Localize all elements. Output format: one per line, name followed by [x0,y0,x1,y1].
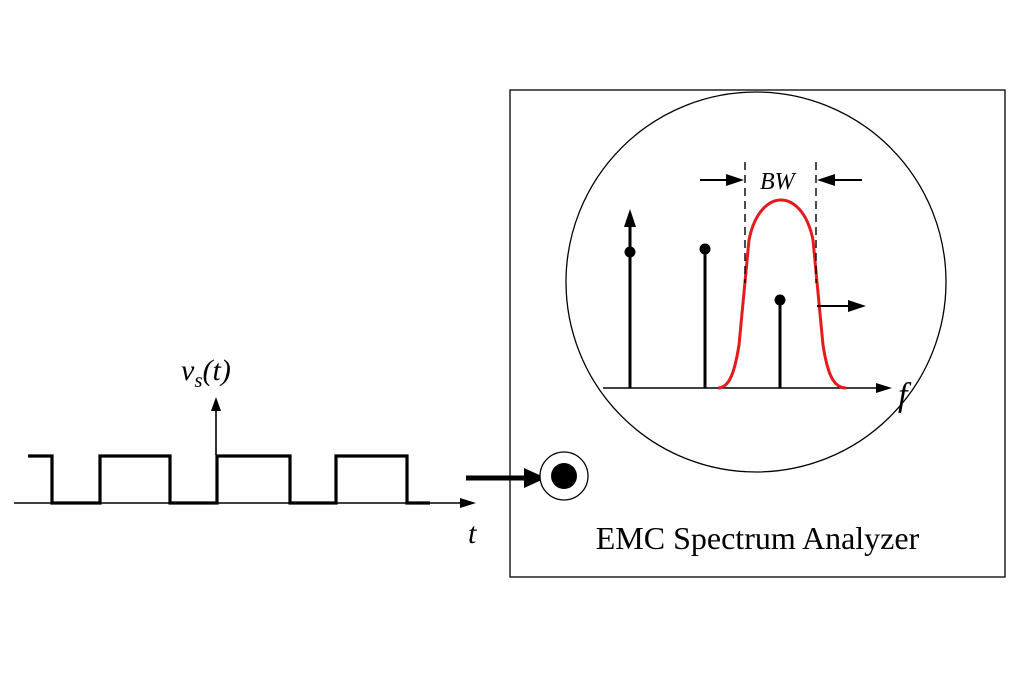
signal-axis-arrowhead [211,397,221,411]
frequency-axis-arrowhead [876,383,892,393]
input-connector-dot [551,463,577,489]
time-axis-label: t [468,517,477,550]
spectral-line-1-marker [624,246,636,258]
analyzer-title: EMC Spectrum Analyzer [595,520,920,556]
analyzer-display-screen [565,91,947,473]
bandwidth-left-arrowhead [726,174,744,186]
bandwidth-right-arrowhead [817,174,835,186]
spectral-line-3-marker [774,294,786,306]
frequency-axis-label: f [898,377,912,414]
spectral-line-1-arrowhead [624,209,636,227]
sweep-direction-arrowhead [848,300,866,312]
time-axis-arrowhead [460,498,476,508]
analyzer-box [509,89,1006,578]
signal-label: vs(t) [181,354,231,392]
input-arrowhead [524,468,546,488]
square-wave-signal [28,454,430,505]
bandpass-filter-curve [717,198,847,390]
spectral-line-2-marker [699,243,711,255]
bandwidth-label: BW [760,169,797,195]
